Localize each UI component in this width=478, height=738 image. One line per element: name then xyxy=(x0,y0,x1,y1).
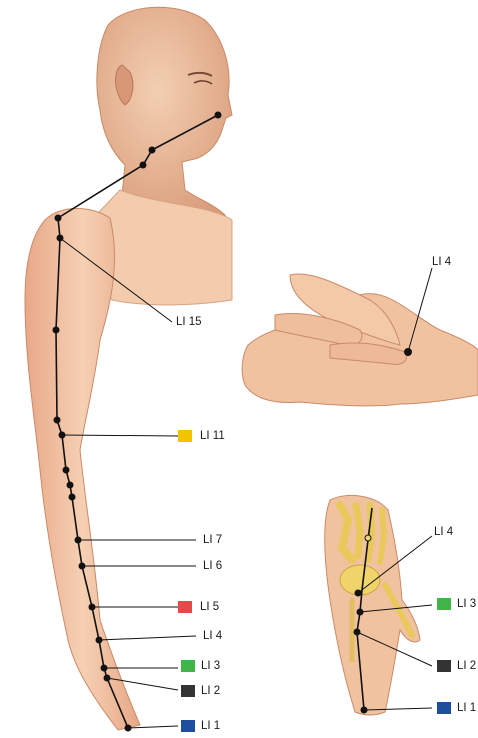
acupoint-neck-2 xyxy=(140,162,147,169)
swatch-li2-arm xyxy=(181,685,195,697)
hand-acupoint-li2 xyxy=(354,629,361,636)
acupoint-forearm-2 xyxy=(67,482,74,489)
head-figure xyxy=(97,7,232,215)
acupoint-li2 xyxy=(104,675,111,682)
label-li5: LI 5 xyxy=(200,601,219,613)
label-li1-hand: LI 1 xyxy=(457,702,476,714)
label-li11: LI 11 xyxy=(200,430,225,442)
acupoint-li15 xyxy=(57,235,64,242)
swatch-li3-hand xyxy=(437,598,451,610)
top-hand-figure xyxy=(242,274,478,406)
label-li2-arm: LI 2 xyxy=(201,685,220,697)
label-li7: LI 7 xyxy=(203,534,222,546)
acupoint-shoulder xyxy=(55,215,62,222)
acupoint-li1 xyxy=(125,725,132,732)
acupoint-li5 xyxy=(89,604,96,611)
swatch-li5 xyxy=(178,601,192,613)
hand-acupoint-li1 xyxy=(361,707,368,714)
label-li4-top-hand: LI 4 xyxy=(432,256,451,268)
acupoint-upper-arm-2 xyxy=(54,417,61,424)
acupoint-li3 xyxy=(101,665,108,672)
hand-acupoint-li3 xyxy=(357,609,364,616)
swatch-li1-hand xyxy=(437,702,451,714)
label-li2-hand: LI 2 xyxy=(457,660,476,672)
acupoint-forearm-3 xyxy=(69,494,76,501)
swatch-li11 xyxy=(178,430,192,442)
acupoint-li11 xyxy=(59,432,66,439)
bottom-hand-figure xyxy=(325,495,420,715)
label-li1-arm: LI 1 xyxy=(201,720,220,732)
acupoint-li7 xyxy=(75,537,82,544)
acupoint-li4 xyxy=(96,637,103,644)
swatch-li2-hand xyxy=(437,660,451,672)
swatch-li3-arm xyxy=(181,660,195,672)
hand-acupoint-top xyxy=(365,535,371,541)
acupoint-forearm-1 xyxy=(63,467,70,474)
swatch-li1-arm xyxy=(181,720,195,732)
label-li3-hand: LI 3 xyxy=(457,598,476,610)
acupoint-face xyxy=(215,112,222,119)
acupoint-li6 xyxy=(79,563,86,570)
acupoint-neck-1 xyxy=(149,147,156,154)
label-li3-arm: LI 3 xyxy=(201,660,220,672)
acupoint-upper-arm-1 xyxy=(53,327,60,334)
hand-acupoint-li4 xyxy=(355,590,362,597)
label-li4-arm: LI 4 xyxy=(203,630,222,642)
label-li4-hand: LI 4 xyxy=(434,526,453,538)
label-li6: LI 6 xyxy=(203,560,222,572)
label-li15: LI 15 xyxy=(176,316,202,328)
